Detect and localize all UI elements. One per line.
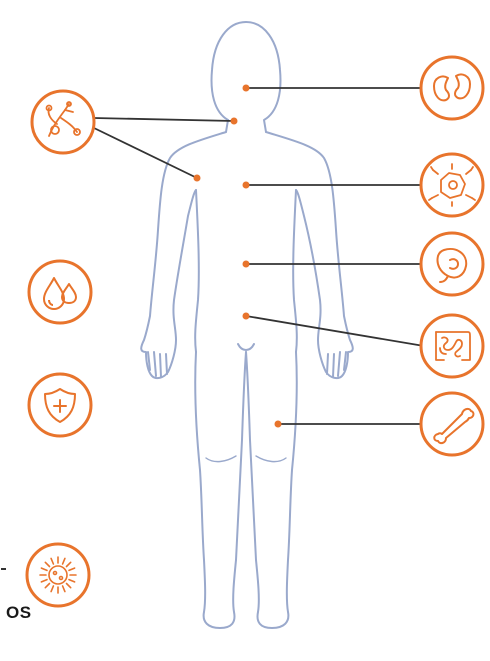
marker-dot-kidneys: [243, 85, 250, 92]
lymph-nodes-icon: [32, 91, 94, 153]
heart-cells-icon: [421, 154, 483, 216]
human-body-outline: [141, 22, 353, 628]
skin-rash-icon: [27, 544, 89, 606]
caption-text: OS: [6, 603, 32, 623]
marker-dot-neck: [231, 118, 238, 125]
immune-shield-icon: [29, 374, 91, 436]
marker-dot-heart: [243, 182, 250, 189]
marker-dot-intestines: [243, 313, 250, 320]
blood-drops-icon: [29, 261, 91, 323]
connector-lymph-armpit: [94, 128, 197, 178]
marker-dots: [194, 85, 282, 428]
connector-lymph-neck: [94, 118, 234, 121]
marker-dot-armpit: [194, 175, 201, 182]
liver-icon: [421, 233, 483, 295]
bone-icon: [421, 393, 483, 455]
marker-dot-bone: [275, 421, 282, 428]
connector-intestines: [246, 316, 424, 346]
cropped-edge-mark: [1, 568, 6, 570]
connector-lines: [94, 88, 424, 424]
kidneys-icon: [421, 57, 483, 119]
intestines-icon: [421, 315, 483, 377]
marker-dot-liver: [243, 261, 250, 268]
